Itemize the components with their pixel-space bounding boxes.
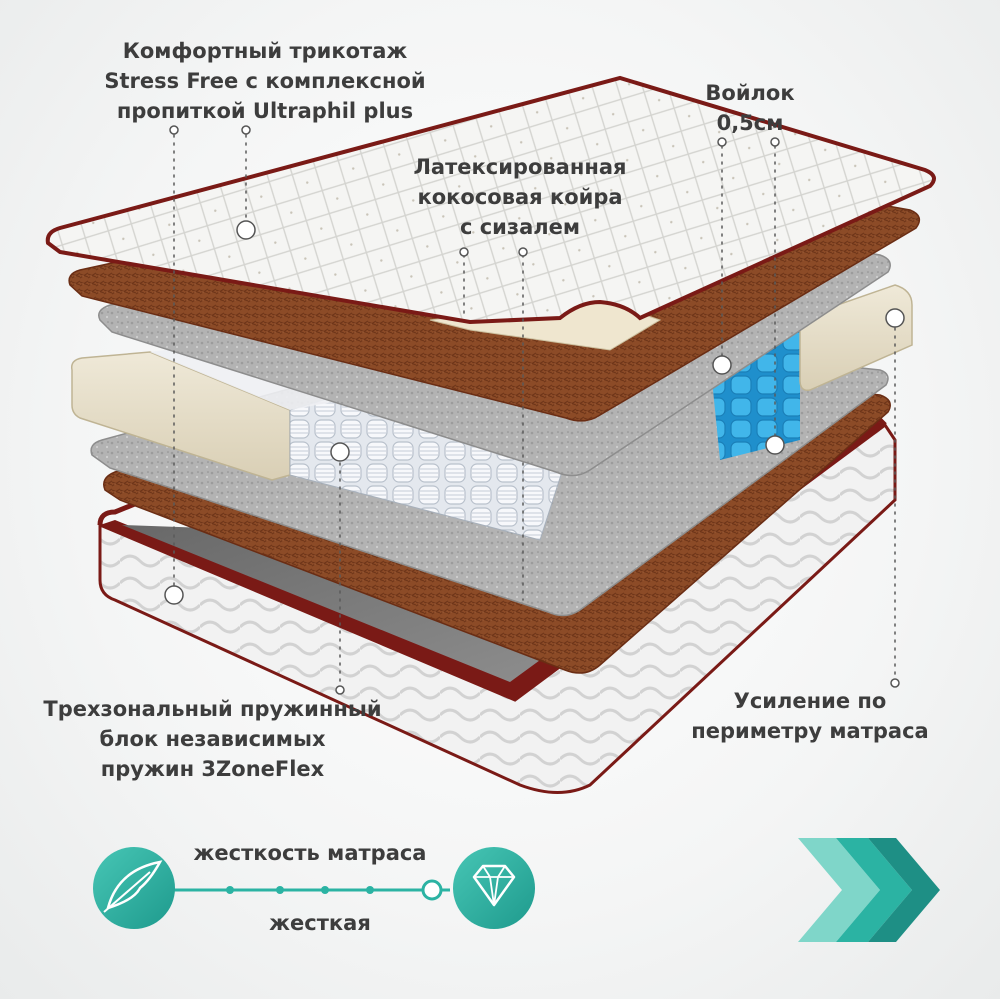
callout-lines	[173, 134, 896, 689]
callout-fabric-line-2: Stress Free с комплексной	[104, 69, 426, 93]
callout-felt-line-2: 0,5см	[716, 111, 784, 135]
callout-fabric-line-3: пропиткой Ultraphil plus	[116, 99, 414, 123]
callout-coir-line-2: кокосовая койра	[417, 185, 623, 209]
callout-spring-line-2: блок независимых	[99, 727, 326, 751]
callout-felt-line-1: Войлок	[705, 81, 795, 105]
callout-fabric-line-1: Комфортный трикотаж	[122, 39, 408, 63]
callout-fabric: Комфортный трикотаж Stress Free с компле…	[100, 36, 430, 126]
chevrons-right-icon	[798, 838, 940, 942]
hardness-value: жесткая	[269, 911, 371, 935]
callout-perimeter-line-1: Усиление по	[733, 689, 887, 713]
diamond-icon	[453, 847, 535, 929]
feather-icon	[93, 847, 175, 929]
callout-markers	[164, 125, 905, 695]
top-quilted-cover	[45, 75, 936, 325]
callout-spring-line-3: пружин 3ZoneFlex	[100, 757, 325, 781]
callout-spring-block: Трехзональный пружинный блок независимых…	[40, 694, 385, 784]
callout-coir-line-3: с сизалем	[459, 215, 581, 239]
callout-perimeter-line-2: периметру матраса	[691, 719, 929, 743]
hardness-title: жесткость матраса	[193, 841, 427, 865]
callout-coir-line-1: Латексированная	[413, 155, 627, 179]
callout-felt: Войлок 0,5см	[690, 78, 810, 138]
callout-coir: Латексированная кокосовая койра с сизале…	[395, 152, 645, 242]
callout-perimeter: Усиление по периметру матраса	[670, 686, 950, 746]
hardness-scale	[170, 879, 450, 901]
callout-spring-line-1: Трехзональный пружинный	[43, 697, 382, 721]
